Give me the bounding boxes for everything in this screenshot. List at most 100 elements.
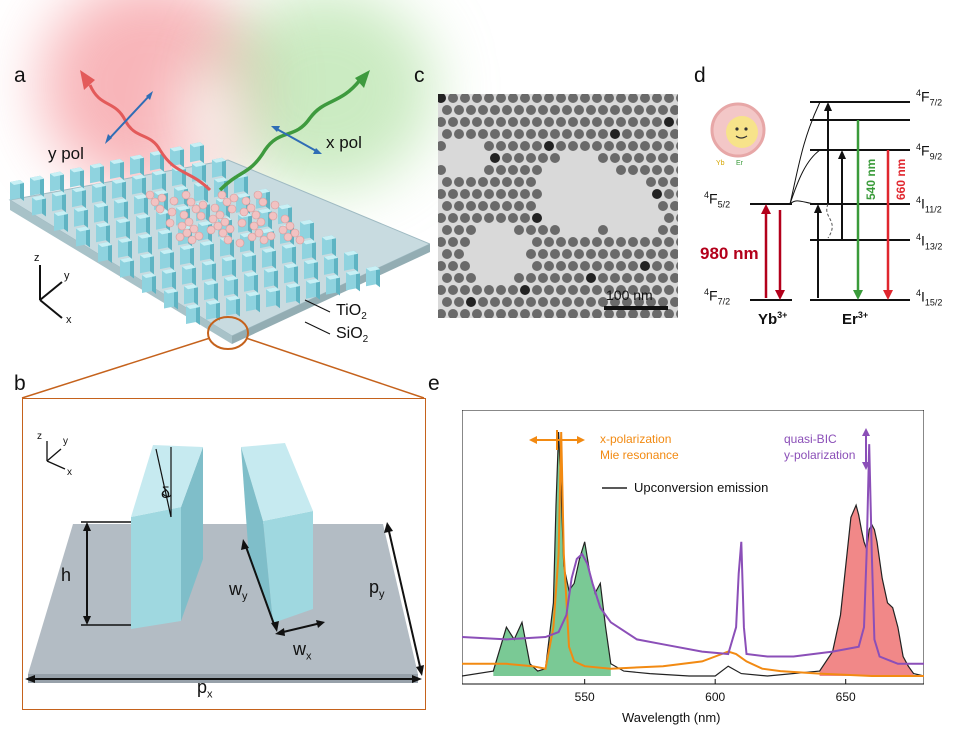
nanoparticle [175,232,185,242]
nanoparticle [285,221,295,231]
nanoparticle-dot [454,201,464,211]
nanoparticle-dot [616,285,626,295]
nanoparticle-dot [610,297,620,307]
nanoparticle-dot [514,273,524,283]
nanoparticle-dot [658,177,668,187]
er-label: Er3+ [842,310,869,328]
nanoparticle-dot [640,141,650,151]
nanoparticle-dot [508,285,518,295]
nanoparticle-dot [646,153,656,163]
nanoparticle-dot [514,153,524,163]
nanoparticle-dot [664,189,674,199]
nanoparticle [253,190,263,200]
tio2-pillar [202,260,216,282]
nanoparticle-dot [598,273,608,283]
nanoparticle-dot [526,297,536,307]
nanoparticle-dot [658,153,668,163]
nanoparticle-dot [586,249,596,259]
nanoparticle-dot [514,201,524,211]
nanoparticle-dot [622,249,632,259]
nanoparticle [215,210,225,220]
legend-er: Er [736,160,743,167]
plot-frame [462,410,924,685]
nanoparticle-dot [490,177,500,187]
nanoparticle [246,203,256,213]
level-i132: 4I13/2 [916,232,943,252]
nanoparticle-dot [490,129,500,139]
tio2-pillar [118,237,132,259]
nanoparticle-dot [526,273,536,283]
nanoparticle-dot [484,117,494,127]
tio2-pillar [286,283,300,304]
nanoparticle-dot [652,237,662,247]
legend-y-line1: quasi-BIC [784,432,837,446]
nanoparticle-dot [438,117,446,127]
nanoparticle-dot [466,201,476,211]
nanoparticle-dot [646,129,656,139]
nanoparticle-dot [526,201,536,211]
nanoparticle-dot [460,213,470,223]
nanoparticle-dot [466,225,476,235]
nanoparticle-dot [676,94,678,102]
nanoparticle-dot [604,94,614,103]
tio2-pillar [180,244,194,266]
nanoparticle-dot [646,297,656,307]
nanoparticle-dot [568,237,578,247]
nanoparticle-dot [604,237,614,247]
nanoparticle-dot [550,153,560,163]
green-glow [215,0,435,190]
nanoparticle-dot [466,129,476,139]
panel-b: z y x δ h wy wx py px [22,398,426,710]
tio2-pillar [326,274,340,296]
nanoparticle-dot [484,94,494,103]
nanoparticle-dot [616,309,626,318]
tio2-pillar [200,240,214,262]
nanoparticle [280,214,290,224]
nanoparticle-dot [472,94,482,103]
green-emission-fill [493,432,611,676]
nanoparticle [191,204,201,214]
nanoparticle [177,221,187,231]
tio2-pillar [96,222,110,244]
nanoparticle [210,203,220,213]
nanoparticle-dot [616,94,626,103]
nanoparticle-dot [592,117,602,127]
tio2-pillars [10,142,380,325]
nanoparticle-dot [484,189,494,199]
emission-series-line [462,431,924,677]
nanoparticle-dot [484,309,494,318]
nanoparticle-dot [460,189,470,199]
nanoparticle-dot [508,117,518,127]
legend-x-line2: Mie resonance [600,448,679,462]
nanoparticle-dot [532,117,542,127]
nanoparticle-dot [574,297,584,307]
nanoparticle-dot [604,261,614,271]
nanoparticle-dot [526,225,536,235]
legend-y-line2: y-polarization [784,448,856,462]
nanoparticle-dot [448,94,458,103]
tio2-pillar [212,157,226,179]
nanoparticle-dot [550,225,560,235]
level-f72-yb: 4F7/2 [704,287,731,307]
nanoparticle [189,224,199,234]
nanoparticle-dot [580,285,590,295]
tem-image: 100 nm [438,94,678,318]
nanoparticle-dot [442,129,452,139]
nanoparticle-dot [448,189,458,199]
nanoparticle-dot [442,177,452,187]
tio2-pillar [284,263,298,285]
sio2-label: SiO2 [336,325,369,346]
nanoparticle-dot [658,201,668,211]
nanoparticle-dot [544,117,554,127]
tio2-pillar [98,242,112,263]
tio2-pillar [344,250,358,272]
nanoparticle-dot [622,105,632,115]
tio2-pillar [112,178,126,200]
nanoparticle-dot [640,309,650,318]
tio2-pillar [206,299,220,321]
axis-y-label: y [64,270,70,282]
nanoparticle-dot [592,285,602,295]
panel-b-label: b [14,372,26,395]
nanoparticle-dot [472,117,482,127]
